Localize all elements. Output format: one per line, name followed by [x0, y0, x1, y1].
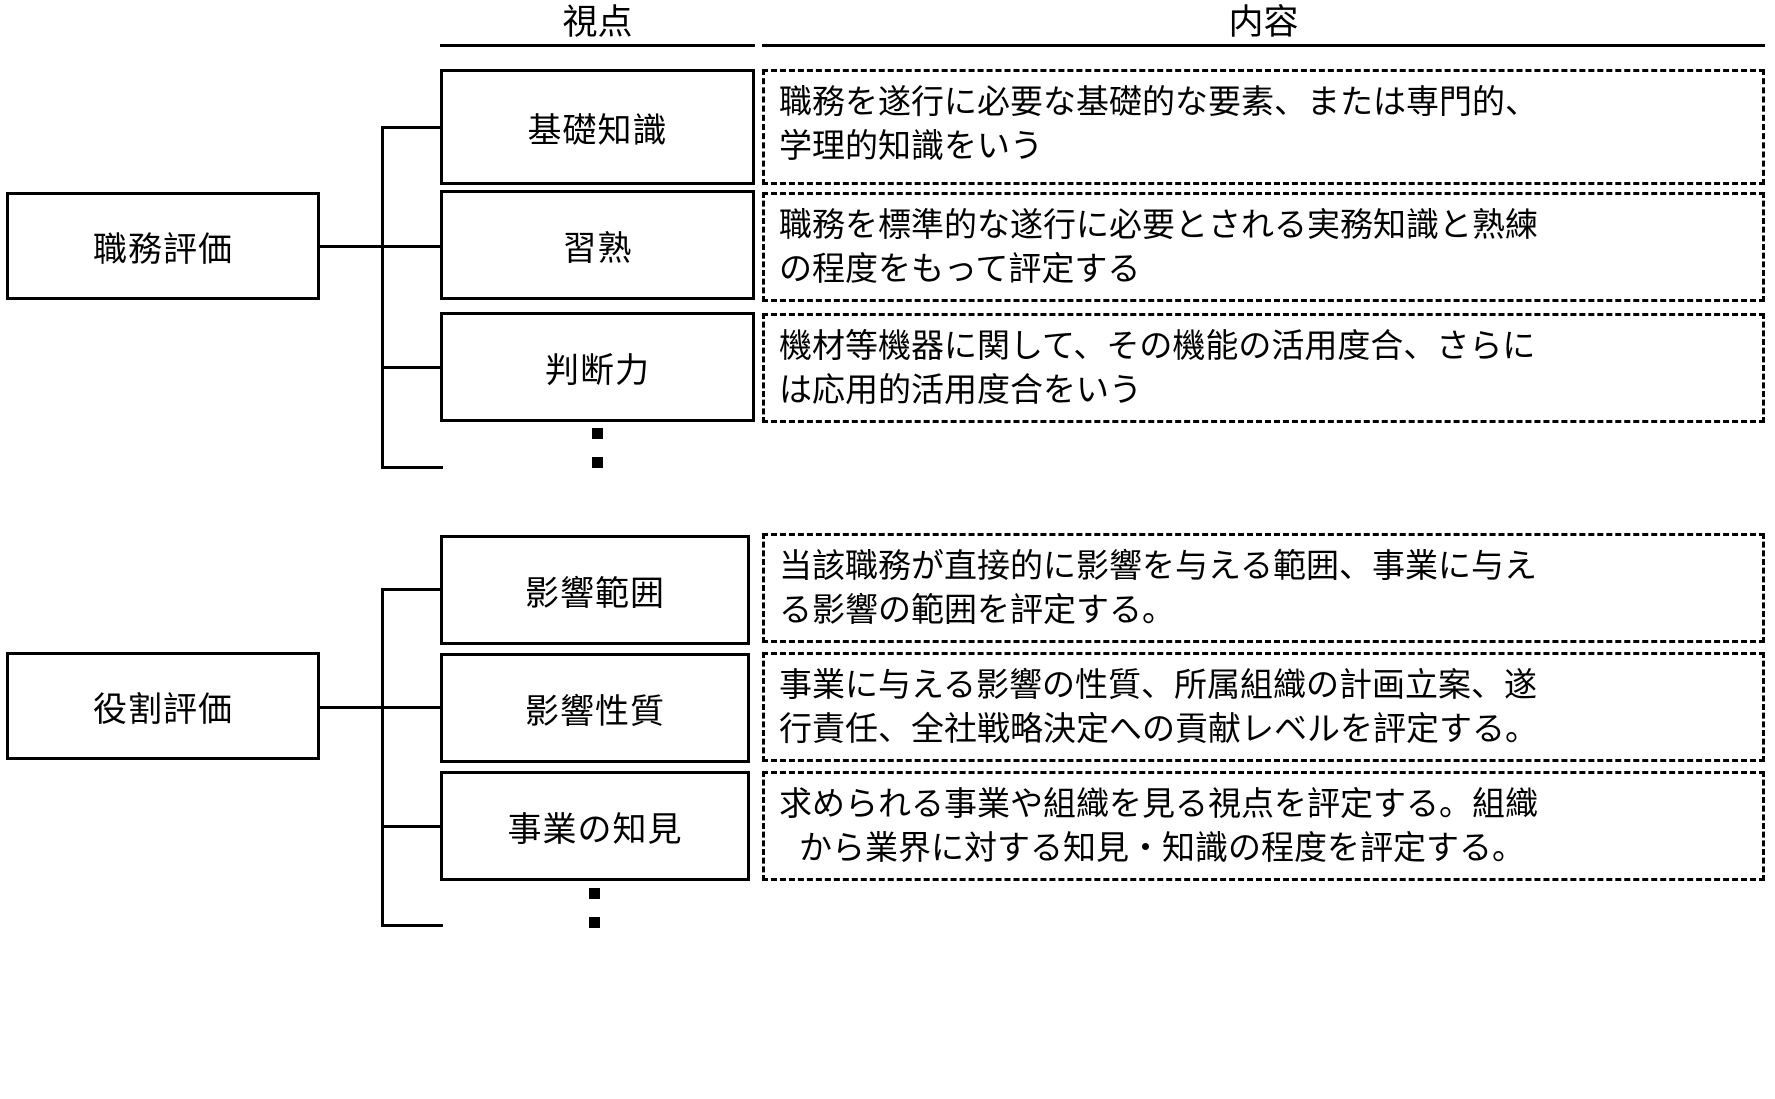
connector-branch-2-1: [381, 588, 443, 591]
column-header-viewpoint: 視点: [562, 3, 633, 42]
content-box-business-insight: 求められる事業や組織を見る視点を評定する。組織 から業界に対する知見・知識の程度…: [762, 771, 1765, 881]
more-rows-ellipsis-icon-2: [589, 888, 603, 928]
content-box-impact-scope: 当該職務が直接的に影響を与える範囲、事業に与え る影響の範囲を評定する。: [762, 533, 1765, 643]
connector-branch-2-2: [381, 706, 443, 709]
connector-branch-1-2: [381, 245, 443, 248]
more-rows-ellipsis-icon-1: [592, 428, 606, 468]
content-line: 事業に与える影響の性質、所属組織の計画立案、遂: [779, 666, 1538, 703]
viewpoint-box-impact-scope: 影響範囲: [440, 535, 750, 645]
viewpoint-box-label: 影響範囲: [525, 574, 665, 613]
connector-trunk-1: [381, 126, 384, 469]
viewpoint-box-label: 事業の知見: [507, 810, 683, 849]
content-box-proficiency: 職務を標準的な遂行に必要とされる実務知識と熟練 の程度をもって評定する: [762, 192, 1765, 302]
viewpoint-box-label: 判断力: [545, 351, 650, 390]
connector-branch-2-4: [381, 924, 443, 927]
viewpoint-box-label: 習熟: [562, 229, 633, 268]
content-line: 職務を遂行に必要な基礎的な要素、または専門的、: [779, 83, 1538, 120]
content-line: から業界に対する知見・知識の程度を評定する。: [799, 829, 1525, 866]
connector-branch-1-4: [381, 466, 443, 469]
content-box-impact-nature: 事業に与える影響の性質、所属組織の計画立案、遂 行責任、全社戦略決定への貢献レベ…: [762, 652, 1765, 762]
root-box-role-evaluation: 役割評価: [6, 652, 320, 760]
root-box-label: 役割評価: [93, 690, 233, 729]
column-header-viewpoint-rule: [440, 44, 755, 47]
connector-branch-1-1: [381, 126, 443, 129]
content-line: 職務を標準的な遂行に必要とされる実務知識と熟練: [779, 206, 1538, 243]
viewpoint-box-proficiency: 習熟: [440, 190, 755, 300]
viewpoint-box-judgement: 判断力: [440, 312, 755, 422]
content-line: は応用的活用度合をいう: [779, 371, 1142, 408]
column-header-content-rule: [762, 44, 1765, 47]
viewpoint-box-label: 基礎知識: [527, 111, 668, 150]
root-box-label: 職務評価: [93, 230, 233, 269]
content-line: 求められる事業や組織を見る視点を評定する。組織: [779, 785, 1538, 822]
content-box-foundational-knowledge: 職務を遂行に必要な基礎的な要素、または専門的、 学理的知識をいう: [762, 69, 1765, 185]
content-line: の程度をもって評定する: [779, 250, 1141, 287]
connector-root-to-trunk-2: [320, 706, 382, 709]
viewpoint-box-foundational-knowledge: 基礎知識: [440, 69, 755, 185]
content-line: る影響の範囲を評定する。: [779, 591, 1175, 628]
viewpoint-box-label: 影響性質: [525, 692, 665, 731]
connector-trunk-2: [381, 588, 384, 926]
root-box-job-evaluation: 職務評価: [6, 192, 320, 300]
content-line: 学理的知識をいう: [779, 127, 1043, 164]
connector-branch-1-3: [381, 366, 443, 369]
content-box-judgement: 機材等機器に関して、その機能の活用度合、さらに は応用的活用度合をいう: [762, 313, 1765, 423]
content-line: 行責任、全社戦略決定への貢献レベルを評定する。: [779, 710, 1538, 747]
content-line: 機材等機器に関して、その機能の活用度合、さらに: [779, 327, 1536, 364]
column-header-content: 内容: [1228, 3, 1299, 42]
viewpoint-box-business-insight: 事業の知見: [440, 771, 750, 881]
connector-root-to-trunk-1: [320, 245, 382, 248]
viewpoint-box-impact-nature: 影響性質: [440, 653, 750, 763]
content-line: 当該職務が直接的に影響を与える範囲、事業に与え: [779, 547, 1538, 584]
connector-branch-2-3: [381, 825, 443, 828]
